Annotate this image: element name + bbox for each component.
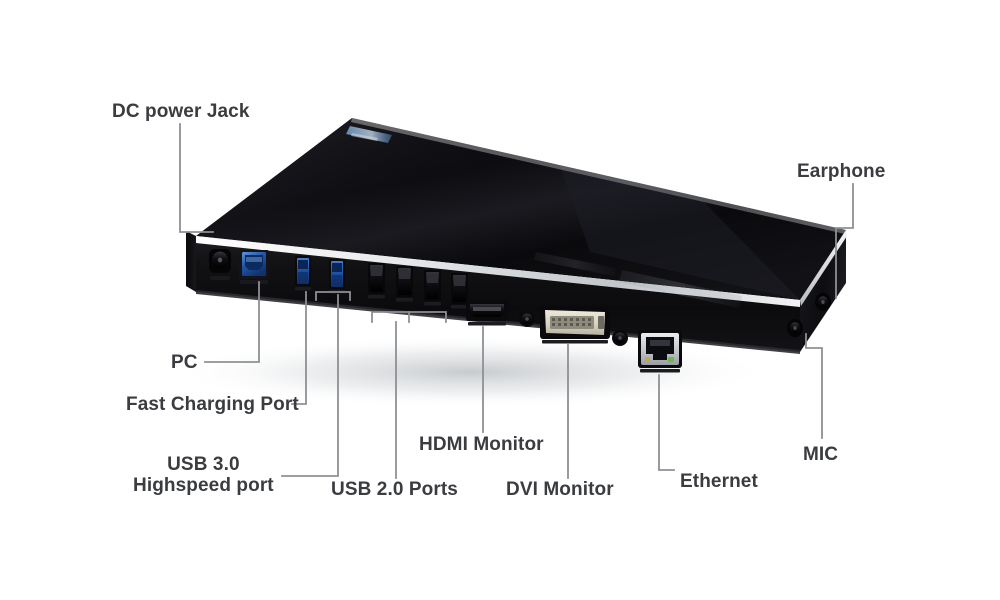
port-usb30-2-fast-charge	[329, 259, 345, 294]
top-rear-trim	[351, 118, 846, 234]
callout-mic: MIC	[803, 444, 839, 465]
device-right-end	[800, 230, 846, 352]
device-top-reflection	[560, 166, 800, 300]
leader-mic	[805, 333, 823, 439]
leader-dc-power-jack	[179, 123, 214, 233]
port-mic-jack	[787, 319, 803, 337]
port-usb20-2	[396, 266, 413, 302]
port-earphone-jack	[815, 293, 831, 311]
device-shadow	[170, 336, 770, 408]
device-front-face	[196, 243, 800, 352]
leader-usb30-highspeed	[281, 294, 339, 477]
callout-earphone: Earphone	[797, 161, 886, 182]
leader-fast-charging-port	[291, 291, 307, 405]
device-left-end	[186, 231, 196, 292]
brand-logo-icon	[346, 126, 392, 143]
callout-ethernet: Ethernet	[680, 471, 758, 492]
leader-usb30-bracket	[315, 291, 351, 301]
port-usb30-1	[295, 256, 311, 291]
port-dc-jack	[209, 249, 231, 280]
leader-lines	[179, 123, 854, 479]
callout-usb-20-ports: USB 2.0 Ports	[331, 479, 458, 500]
leader-earphone	[835, 183, 854, 299]
callout-dc-power-jack: DC power Jack	[112, 101, 250, 122]
callout-hdmi-monitor: HDMI Monitor	[419, 434, 544, 455]
port-usb20-3	[424, 270, 441, 306]
port-usb20-1	[368, 263, 385, 299]
leader-pc	[204, 281, 260, 363]
callout-pc: PC	[171, 352, 198, 373]
port-audio-jack-right	[612, 330, 628, 346]
callout-usb-30-highspeed-port: USB 3.0 Highspeed port	[133, 454, 274, 497]
port-usb-b-uplink	[239, 250, 269, 284]
callout-fast-charging-port: Fast Charging Port	[126, 394, 299, 415]
callout-dvi-monitor: DVI Monitor	[506, 479, 614, 500]
port-usb20-4	[451, 273, 468, 309]
front-top-trim	[196, 236, 800, 307]
port-dvi	[540, 306, 610, 344]
port-hdmi	[466, 300, 508, 326]
embossed-brand-text	[534, 252, 742, 308]
docking-station-body	[186, 118, 847, 373]
port-ethernet-rj45	[638, 330, 682, 373]
leader-ethernet	[658, 374, 675, 471]
port-audio-jack-left	[519, 311, 535, 327]
